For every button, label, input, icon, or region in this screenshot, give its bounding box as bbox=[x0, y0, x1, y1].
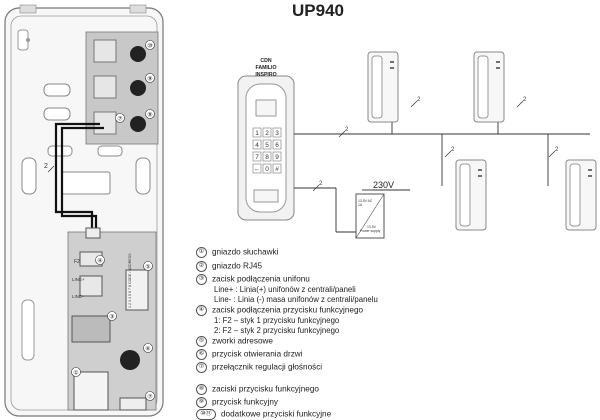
handsets bbox=[367, 51, 597, 231]
wire-count-label: 2 bbox=[555, 147, 559, 153]
keypad-key bbox=[272, 139, 282, 150]
keypad-key bbox=[262, 127, 272, 138]
power-model: 13.5V bbox=[367, 225, 377, 229]
power-model-sub: Power supply bbox=[360, 229, 381, 233]
keypad-key bbox=[272, 151, 282, 162]
door-open-button bbox=[120, 350, 140, 370]
keypad-key bbox=[252, 127, 262, 138]
keypad-key bbox=[262, 151, 272, 162]
keypad-key-label: 4 bbox=[255, 142, 259, 149]
wire-count-label: 2 bbox=[417, 97, 421, 103]
power-voltage: 230V bbox=[373, 180, 394, 190]
device-marker-label: ⑨ bbox=[147, 75, 152, 82]
dip-label: 1 2 3 4 5 6 7 8 CODE / ADDRESS bbox=[128, 253, 132, 308]
keypad-key-label: # bbox=[275, 166, 279, 173]
keypad-key bbox=[262, 139, 272, 150]
keypad-key bbox=[252, 163, 262, 174]
keypad-key bbox=[272, 163, 282, 174]
power-out-label: 13.5V AC bbox=[358, 199, 373, 203]
device-marker-label: ① bbox=[73, 369, 78, 376]
handset bbox=[473, 51, 505, 123]
device-marker-label: ⑧ bbox=[147, 111, 152, 118]
device-marker-label: ⑦ bbox=[117, 115, 122, 122]
brand-line-2: FAMILIO bbox=[255, 65, 276, 71]
device-marker-label: ⑩ bbox=[147, 42, 152, 49]
keypad-key-label: 8 bbox=[265, 154, 269, 161]
label-f2: F2 bbox=[74, 259, 80, 265]
wire-count-label: 2 bbox=[319, 181, 323, 187]
button-board bbox=[85, 31, 159, 145]
function-wire bbox=[54, 122, 100, 232]
device-marker-label: ④ bbox=[97, 257, 102, 264]
handset bbox=[565, 159, 597, 231]
handset bbox=[367, 51, 399, 123]
brand-line-3: INSPIRO bbox=[255, 72, 276, 78]
device-markers: ⑩ ⑨ ⑧ ⑦ ④ ⑤ ③ ⑥ ① ⑦ bbox=[71, 40, 155, 401]
device-marker-label: ⑥ bbox=[145, 345, 150, 352]
keypad-key-label: ← bbox=[254, 166, 261, 173]
device-marker-label: ③ bbox=[109, 313, 114, 320]
keypad-key-label: 6 bbox=[275, 142, 279, 149]
wire-count-left: 2 bbox=[44, 163, 48, 170]
function-button-10 bbox=[130, 80, 146, 96]
keypad-key-label: 0 bbox=[265, 166, 269, 173]
device-marker-label: ⑤ bbox=[145, 263, 150, 270]
legend-sub-line-minus: Line- : Linia (-) masa unifonów z centra… bbox=[214, 295, 378, 304]
wire-count-label: 2 bbox=[523, 97, 527, 103]
function-button-9 bbox=[130, 116, 146, 132]
keypad-key bbox=[262, 163, 272, 174]
device-marker-label: ⑦ bbox=[147, 393, 152, 400]
brand-line-1: CDN bbox=[260, 58, 271, 64]
keypad-key-label: 1 bbox=[255, 130, 259, 137]
wire-ticks: 2 2 2 2 2 2 bbox=[312, 97, 559, 192]
legend-sub-f2-2: 2: F2 – styk 2 przycisku funkcyjnego bbox=[214, 326, 340, 335]
title: UP940 bbox=[292, 1, 344, 20]
bus-lines bbox=[294, 82, 590, 233]
keypad-key-label: 3 bbox=[275, 130, 279, 137]
function-button-11 bbox=[130, 46, 146, 62]
wire-count-label: 2 bbox=[345, 127, 349, 133]
main-pcb: 1 2 3 4 5 6 7 8 CODE / ADDRESS F2 LINE+ … bbox=[67, 227, 157, 411]
keypad-key-label: 2 bbox=[265, 130, 269, 137]
legend-sub-line-plus: Line+ : Linia(+) unifonów z centrali/pan… bbox=[214, 285, 356, 294]
legend-sub-f2-1: 1: F2 – styk 1 przycisku funkcyjnego bbox=[214, 316, 340, 325]
keypad-key-label: 7 bbox=[255, 154, 259, 161]
keypad-key bbox=[272, 127, 282, 138]
power-supply bbox=[355, 193, 385, 239]
keypad-key bbox=[252, 151, 262, 162]
power-out-sub: 1A bbox=[358, 203, 363, 207]
keypad-key-label: 9 bbox=[275, 154, 279, 161]
keypad-key bbox=[252, 139, 262, 150]
wire-count-label: 2 bbox=[451, 147, 455, 153]
keypad-key-label: 5 bbox=[265, 142, 269, 149]
handset bbox=[455, 159, 487, 231]
label-line-minus: LINE- bbox=[72, 294, 84, 299]
label-line-plus: LINE+ bbox=[72, 277, 85, 282]
